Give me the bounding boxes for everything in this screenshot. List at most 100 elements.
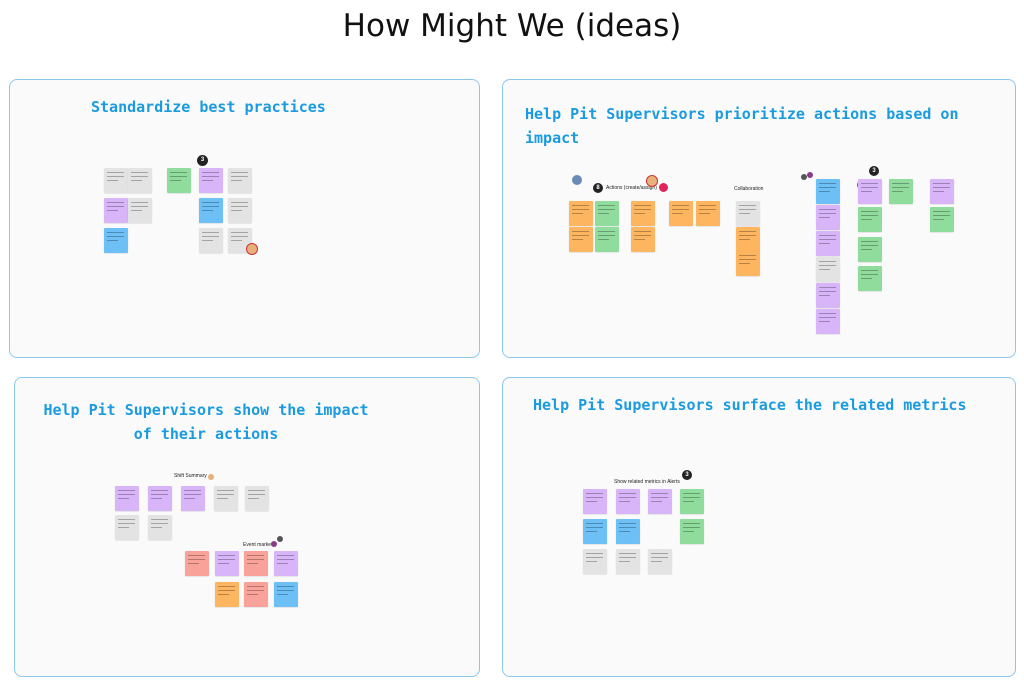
collaboration-label: Collaboration [734,186,764,192]
sticky-text-line [170,176,187,177]
counter-badge: 3 [682,470,692,480]
section-title: Help Pit Supervisors prioritize actions … [525,105,959,147]
sticky-note[interactable] [858,179,882,204]
sticky-text-line [861,241,878,242]
sticky-note[interactable] [115,486,139,511]
sticky-note[interactable] [228,168,252,193]
sticky-note[interactable] [889,179,913,204]
sticky-note[interactable] [616,489,640,514]
sticky-text-line [598,205,615,206]
sticky-note[interactable] [104,198,128,223]
sticky-text-line [131,210,142,211]
sticky-note[interactable] [595,201,619,226]
sticky-note[interactable] [816,179,840,204]
sticky-text-line [598,213,609,214]
sticky-text-line [819,243,830,244]
sticky-text-line [861,191,872,192]
sticky-text-line [672,205,689,206]
sticky-text-line [819,269,830,270]
sticky-text-line [217,498,228,499]
sticky-note[interactable] [816,283,840,308]
sticky-note[interactable] [816,205,840,230]
sticky-note[interactable] [181,486,205,511]
sticky-note[interactable] [199,228,223,253]
sticky-note[interactable] [858,207,882,232]
sticky-note[interactable] [595,227,619,252]
sticky-text-line [586,497,603,498]
sticky-text-line [739,213,750,214]
sticky-note[interactable] [128,198,152,223]
sticky-text-line [184,498,195,499]
sticky-note[interactable] [148,486,172,511]
avatar [659,183,668,192]
section-show-impact[interactable] [14,377,480,677]
sticky-note[interactable] [680,489,704,514]
sticky-note[interactable] [199,198,223,223]
section-surface-metrics[interactable] [502,377,1016,677]
sticky-note[interactable] [274,582,298,607]
sticky-note[interactable] [569,201,593,226]
sticky-note[interactable] [215,582,239,607]
sticky-text-line [586,531,597,532]
sticky-text-line [586,501,597,502]
sticky-text-line [651,493,668,494]
sticky-note[interactable] [669,201,693,226]
sticky-text-line [118,494,135,495]
sticky-note[interactable] [858,266,882,291]
sticky-note[interactable] [616,549,640,574]
sticky-note[interactable] [214,486,238,511]
sticky-note[interactable] [104,228,128,253]
sticky-note[interactable] [583,549,607,574]
sticky-note[interactable] [215,551,239,576]
sticky-note[interactable] [816,309,840,334]
sticky-text-line [699,209,716,210]
sticky-text-line [933,219,944,220]
sticky-note[interactable] [569,227,593,252]
avatar [271,541,277,547]
sticky-note[interactable] [930,207,954,232]
sticky-note[interactable] [736,201,760,226]
sticky-text-line [861,274,878,275]
sticky-note[interactable] [148,515,172,540]
sticky-text-line [247,555,264,556]
sticky-note[interactable] [128,168,152,193]
sticky-text-line [248,490,265,491]
sticky-note[interactable] [244,551,268,576]
sticky-note[interactable] [167,168,191,193]
sticky-text-line [819,235,836,236]
sticky-text-line [634,205,651,206]
sticky-note[interactable] [228,198,252,223]
sticky-note[interactable] [185,551,209,576]
sticky-note[interactable] [816,231,840,256]
sticky-note[interactable] [736,251,760,276]
sticky-note[interactable] [696,201,720,226]
sticky-text-line [619,557,636,558]
sticky-text-line [634,231,651,232]
sticky-note[interactable] [631,227,655,252]
sticky-text-line [619,531,630,532]
sticky-note[interactable] [816,257,840,282]
sticky-text-line [118,498,129,499]
sticky-text-line [819,183,836,184]
sticky-text-line [572,235,589,236]
sticky-note[interactable] [274,551,298,576]
sticky-note[interactable] [583,519,607,544]
sticky-note[interactable] [115,515,139,540]
sticky-note[interactable] [631,201,655,226]
sticky-note[interactable] [583,489,607,514]
sticky-note[interactable] [244,582,268,607]
sticky-note[interactable] [930,179,954,204]
sticky-note[interactable] [858,237,882,262]
section-title: Help Pit Supervisors surface the related… [533,396,967,414]
sticky-note[interactable] [680,519,704,544]
sticky-note[interactable] [648,489,672,514]
avatar [807,172,813,178]
sticky-note[interactable] [104,168,128,193]
sticky-note[interactable] [736,227,760,252]
sticky-note[interactable] [648,549,672,574]
sticky-note[interactable] [245,486,269,511]
sticky-note[interactable] [199,168,223,193]
sticky-text-line [819,239,836,240]
sticky-text-line [634,235,651,236]
sticky-note[interactable] [616,519,640,544]
